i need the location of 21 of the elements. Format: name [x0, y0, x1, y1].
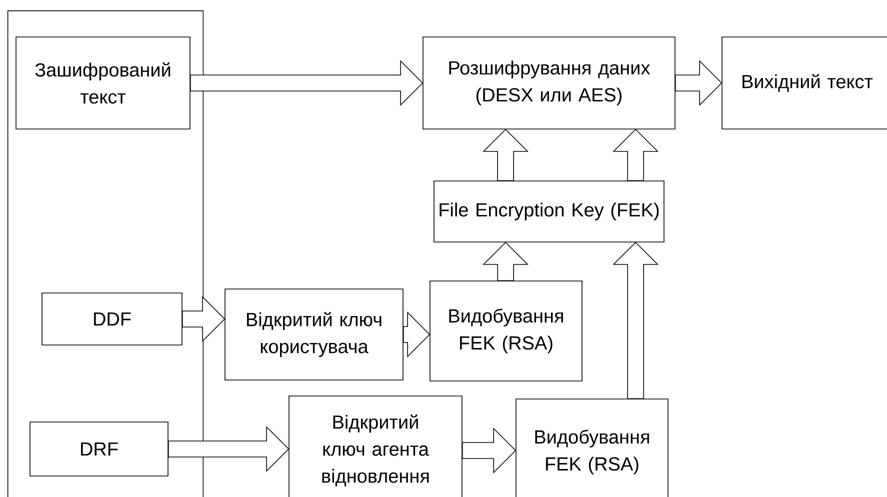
process-box: DRF	[30, 422, 168, 476]
block-arrow	[403, 312, 430, 358]
block-arrow	[612, 128, 659, 181]
process-box: DDF	[42, 292, 182, 346]
process-box: Відкритий ключ користувача	[224, 288, 404, 380]
process-box: Видобування FEK (RSA)	[430, 280, 582, 382]
block-arrow	[675, 60, 722, 106]
block-arrow	[482, 128, 529, 181]
process-box: Відкритий ключ агента відновлення	[288, 396, 462, 497]
process-box: Вихідний текст	[722, 36, 887, 130]
block-arrow	[482, 242, 529, 281]
block-arrow	[462, 428, 516, 474]
process-box: File Encryption Key (FEK)	[434, 180, 664, 242]
block-arrow	[190, 60, 424, 106]
process-box: Зашифрований текст	[16, 36, 190, 130]
process-box: Розшифрування даних (DESX или AES)	[422, 36, 676, 130]
block-arrow	[168, 426, 290, 472]
panel-frame	[7, 10, 204, 497]
process-box: Видобування FEK (RSA)	[516, 398, 668, 497]
block-arrow	[182, 296, 226, 342]
block-arrow	[612, 242, 659, 399]
